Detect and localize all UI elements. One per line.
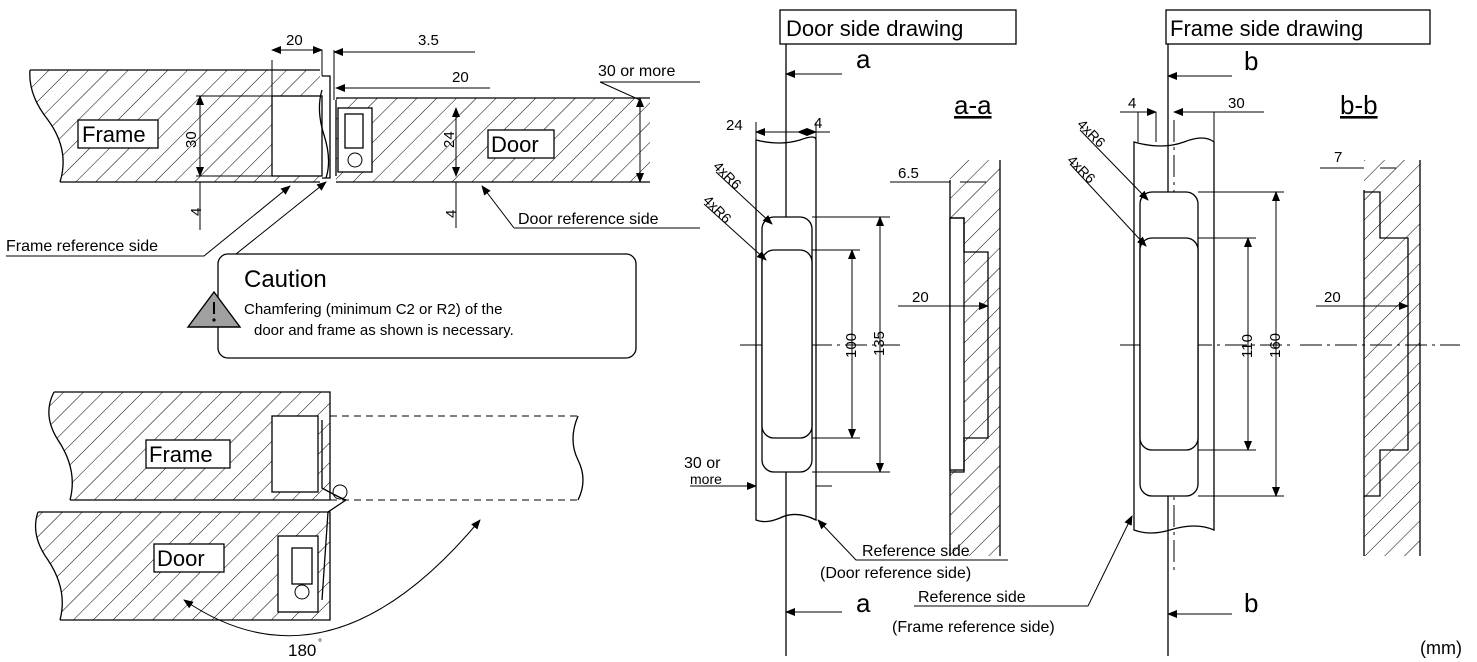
- dim-more: more: [690, 471, 722, 487]
- frame-pocket: [271, 95, 323, 177]
- frame-reference-side-label: Reference side: [918, 589, 1026, 606]
- dim-6-5: 6.5: [898, 165, 919, 182]
- dim-7-frame: 7: [1334, 149, 1342, 166]
- caution-line-1: Chamfering (minimum C2 or R2) of the: [244, 301, 502, 318]
- dim-20-door: 20: [912, 289, 929, 306]
- section-letter-a-top: a: [856, 44, 871, 74]
- section-letter-a-bottom: a: [856, 588, 871, 618]
- radius-1-frame: 4xR6: [1074, 116, 1109, 151]
- dim-4-left: 4: [188, 208, 205, 216]
- caution-line-2: door and frame as shown is necessary.: [254, 322, 514, 339]
- open-state-detail: Frame Door 180 °: [34, 391, 584, 660]
- dim-4-door: 4: [814, 115, 822, 132]
- dim-24-door: 24: [726, 117, 743, 134]
- dim-24: 24: [441, 131, 458, 148]
- dim-30-frame: 30: [1228, 95, 1245, 112]
- caution-box: Caution Chamfering (minimum C2 or R2) of…: [186, 253, 637, 359]
- angle-degree: °: [318, 638, 322, 649]
- frame-label-open: Frame: [149, 442, 213, 467]
- door-reference-side-sub: (Door reference side): [820, 565, 971, 582]
- dim-4-right: 4: [443, 210, 460, 218]
- dim-30-or: 30 or: [684, 455, 721, 472]
- angle-label: 180: [288, 641, 316, 660]
- radius-1-door: 4xR6: [710, 158, 745, 193]
- caution-title: Caution: [244, 266, 327, 293]
- dim-100: 100: [843, 333, 860, 358]
- frame-side-title: Frame side drawing: [1170, 16, 1363, 41]
- section-letter-b-top: b: [1244, 46, 1258, 76]
- section-label-aa: a-a: [954, 90, 992, 120]
- door-side-title: Door side drawing: [786, 16, 963, 41]
- door-side-drawing: Door side drawing a a 24 4 4xR6 4xR6 135…: [684, 9, 1017, 656]
- top-section-detail: 20 3.5 20 30 or more 30 4 24 4 Frame Doo…: [6, 32, 700, 263]
- frame-reference-side-sub: (Frame reference side): [892, 619, 1055, 636]
- door-reference-side: Door reference side: [518, 211, 659, 228]
- dim-110: 110: [1239, 334, 1256, 358]
- dim-3-5: 3.5: [418, 32, 439, 49]
- frame-label-top: Frame: [82, 122, 146, 147]
- door-reference-side-label: Reference side: [862, 543, 970, 560]
- dim-30-or-more: 30 or more: [598, 63, 675, 80]
- unit-label: (mm): [1420, 638, 1462, 658]
- radius-2-door: 4xR6: [700, 192, 735, 227]
- dim-20-mid: 20: [452, 69, 469, 86]
- dim-135: 135: [871, 331, 888, 356]
- door-label-top: Door: [491, 132, 539, 157]
- dim-160: 160: [1267, 333, 1284, 358]
- dim-30: 30: [183, 131, 200, 148]
- door-label-open: Door: [157, 546, 205, 571]
- radius-2-frame: 4xR6: [1064, 152, 1099, 187]
- dim-4-frame: 4: [1128, 95, 1136, 112]
- section-label-bb: b-b: [1340, 90, 1378, 120]
- dim-20-frame: 20: [1324, 289, 1341, 306]
- frame-reference-side: Frame reference side: [6, 238, 158, 255]
- section-letter-b-bottom: b: [1244, 588, 1258, 618]
- frame-hatch: [29, 70, 321, 182]
- dim-20-top: 20: [286, 32, 303, 49]
